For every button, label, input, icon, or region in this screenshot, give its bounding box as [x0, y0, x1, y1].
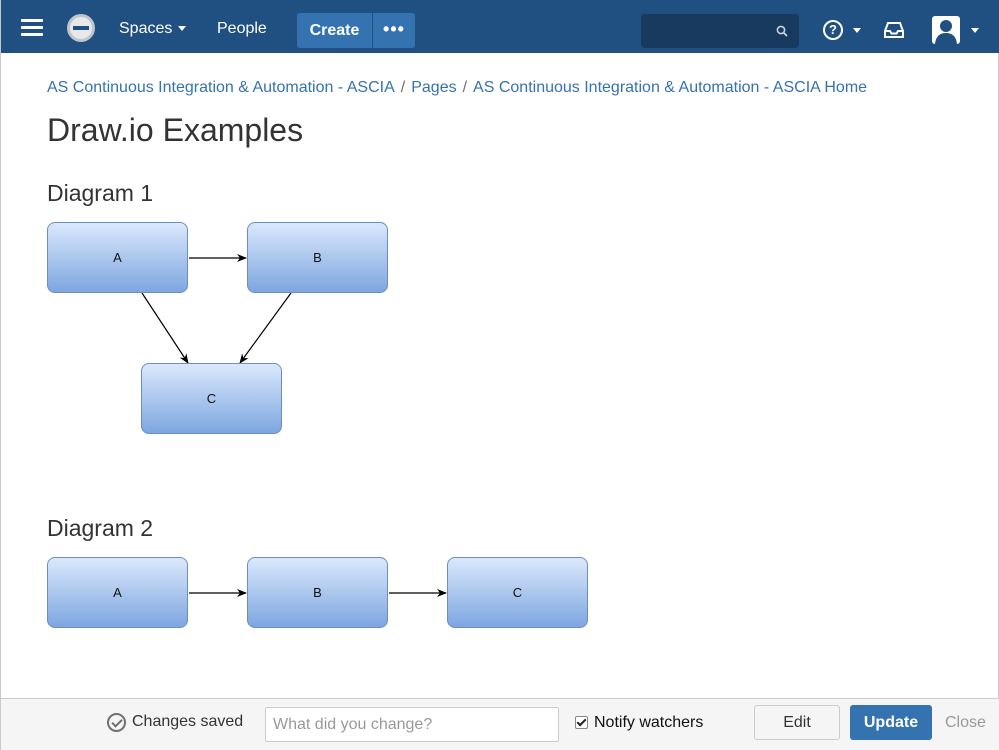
create-button[interactable]: Create — [297, 13, 372, 48]
chevron-down-icon — [178, 26, 187, 32]
top-navigation-bar: Spaces People Create ••• ? — [1, 0, 999, 53]
diagram-1-edges — [141, 254, 292, 364]
close-button[interactable]: Close — [945, 714, 986, 731]
diagram-2-edges — [189, 589, 447, 597]
diagram-2[interactable]: A B C — [47, 557, 592, 632]
diagram-2-heading: Diagram 2 — [47, 515, 154, 541]
node-c[interactable]: C — [447, 557, 588, 628]
node-b[interactable]: B — [247, 557, 388, 628]
spaces-label: Spaces — [119, 20, 173, 37]
update-button[interactable]: Update — [850, 705, 932, 740]
node-a[interactable]: A — [47, 557, 188, 628]
breadcrumb-pages-link[interactable]: Pages — [411, 79, 457, 96]
node-c[interactable]: C — [141, 363, 282, 434]
editor-footer: Changes saved Notify watchers Edit Updat… — [1, 698, 999, 750]
page-title: Draw.io Examples — [47, 112, 304, 148]
notify-watchers-label[interactable]: Notify watchers — [594, 714, 704, 731]
save-status: Changes saved — [132, 713, 244, 730]
node-b[interactable]: B — [247, 222, 388, 293]
notify-watchers-checkbox[interactable] — [575, 716, 588, 729]
chevron-down-icon[interactable] — [853, 28, 861, 33]
breadcrumb: AS Continuous Integration & Automation -… — [47, 79, 867, 97]
edge-b-c — [239, 292, 292, 364]
breadcrumb-separator: / — [462, 79, 468, 96]
notifications-icon[interactable] — [883, 20, 905, 40]
breadcrumb-home-link[interactable]: AS Continuous Integration & Automation -… — [473, 79, 868, 96]
user-avatar[interactable] — [932, 16, 960, 44]
more-options-button[interactable]: ••• — [373, 13, 415, 48]
menu-icon[interactable] — [21, 18, 43, 36]
people-link[interactable]: People — [217, 20, 267, 37]
node-a[interactable]: A — [47, 222, 188, 293]
chevron-down-icon[interactable] — [971, 28, 979, 33]
app-logo[interactable] — [67, 14, 95, 42]
search-input[interactable] — [641, 14, 799, 48]
edit-button[interactable]: Edit — [754, 705, 840, 740]
search-icon[interactable] — [776, 25, 788, 37]
diagram-1[interactable]: A B C — [47, 222, 392, 437]
user-icon — [935, 20, 957, 44]
help-icon[interactable]: ? — [823, 20, 843, 40]
edge-a-c — [141, 292, 189, 364]
spaces-menu[interactable]: Spaces — [119, 20, 187, 38]
diagram-1-heading: Diagram 1 — [47, 180, 154, 206]
check-circle-icon — [107, 713, 126, 732]
change-comment-input[interactable] — [265, 707, 559, 742]
breadcrumb-space-link[interactable]: AS Continuous Integration & Automation -… — [47, 79, 395, 96]
breadcrumb-separator: / — [400, 79, 406, 96]
